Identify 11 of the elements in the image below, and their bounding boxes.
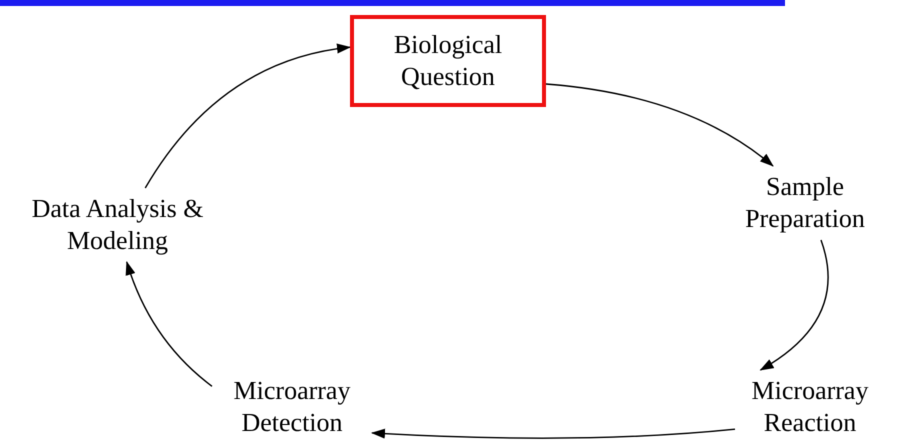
cycle-arrow — [546, 83, 774, 167]
step-label: Microarray Reaction — [735, 370, 885, 444]
cycle-arrow — [760, 240, 829, 371]
cycle-arrow — [371, 428, 736, 439]
cycle-arrow — [126, 261, 212, 387]
highlight-box — [350, 15, 546, 107]
step-label: Microarray Detection — [212, 370, 372, 444]
cycle-arrow — [144, 44, 351, 188]
step-label: Sample Preparation — [725, 166, 885, 240]
step-label: Biological Question — [392, 29, 504, 93]
step-label: Data Analysis & Modeling — [25, 188, 210, 262]
